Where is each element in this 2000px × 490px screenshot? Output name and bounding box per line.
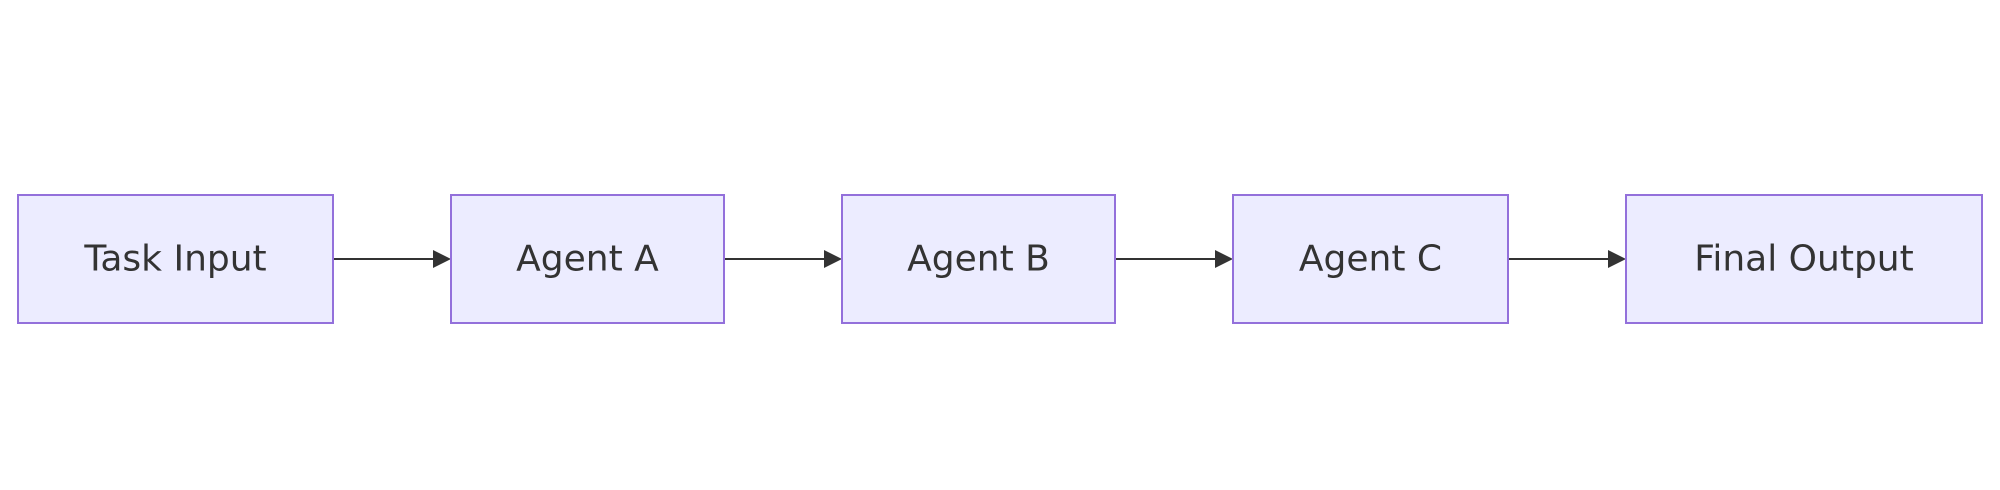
node-box — [1232, 194, 1509, 324]
edges-layer — [333, 250, 1626, 268]
node-agent-c: Agent C — [1232, 194, 1509, 324]
node-agent-b: Agent B — [841, 194, 1116, 324]
node-box — [841, 194, 1116, 324]
node-box — [450, 194, 725, 324]
edge-task-input-to-agent-a — [333, 250, 451, 268]
edge-agent-a-to-agent-b — [724, 250, 842, 268]
node-label: Agent B — [907, 239, 1050, 280]
nodes-layer: Task Input Agent A Agent B Agent C Final Out… — [17, 194, 1983, 324]
node-label: Agent C — [1299, 239, 1442, 280]
node-label: Final Output — [1694, 239, 1913, 280]
arrow-head-icon — [1215, 250, 1233, 268]
edge-agent-b-to-agent-c — [1115, 250, 1233, 268]
node-task-input: Task Input — [17, 194, 334, 324]
node-label: Task Input — [83, 239, 266, 280]
node-agent-a: Agent A — [450, 194, 725, 324]
edge-agent-c-to-final-output — [1508, 250, 1626, 268]
node-box — [1625, 194, 1983, 324]
arrow-head-icon — [1608, 250, 1626, 268]
arrow-head-icon — [824, 250, 842, 268]
arrow-head-icon — [433, 250, 451, 268]
node-label: Agent A — [516, 239, 659, 280]
node-final-output: Final Output — [1625, 194, 1983, 324]
node-box — [17, 194, 334, 324]
